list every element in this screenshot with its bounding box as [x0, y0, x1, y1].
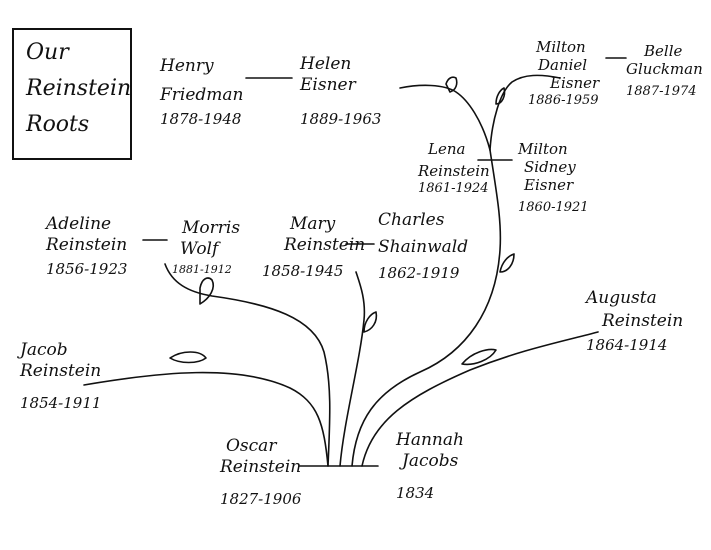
- life-years: 1878-1948: [160, 110, 242, 128]
- person-mary-reinstein: Mary Reinstein 1858-1945: [262, 214, 365, 281]
- middle-name: Sidney: [524, 158, 576, 176]
- life-years: 1889-1963: [300, 110, 382, 128]
- life-years: 1854-1911: [20, 394, 102, 412]
- given-name: Hannah: [396, 430, 464, 450]
- family-name: Eisner: [524, 176, 574, 194]
- life-years: 1881-1912: [172, 263, 232, 276]
- given-name: Helen: [300, 54, 352, 74]
- leaf-icon: [499, 253, 515, 273]
- family-name: Reinstein: [20, 361, 102, 381]
- middle-name: Daniel: [538, 56, 588, 74]
- given-name: Milton: [536, 38, 586, 56]
- person-henry-friedman: Henry Friedman 1878-1948: [160, 56, 244, 129]
- leaf-icon: [199, 277, 215, 305]
- person-augusta-reinstein: Augusta Reinstein 1864-1914: [586, 288, 683, 355]
- branch-helen: [399, 84, 491, 151]
- given-name: Charles: [378, 210, 445, 230]
- branch-jacob: [83, 371, 329, 467]
- family-name: Friedman: [160, 85, 244, 105]
- person-morris-wolf: Morris Wolf 1881-1912: [172, 218, 240, 279]
- family-name: Gluckman: [626, 60, 703, 78]
- person-belle-gluckman: Belle Gluckman 1887-1974: [626, 42, 703, 100]
- person-oscar-reinstein: Oscar Reinstein 1827-1906: [220, 436, 301, 509]
- person-helen-eisner: Helen Eisner 1889-1963: [300, 54, 381, 129]
- branch-mary: [339, 271, 366, 467]
- leaf-icon: [445, 76, 458, 93]
- family-name: Reinstein: [284, 235, 366, 255]
- person-jacob-reinstein: Jacob Reinstein 1854-1911: [20, 340, 101, 413]
- branch-right: [351, 149, 502, 467]
- given-name: Morris: [182, 218, 241, 238]
- title-box: Our Reinstein Roots: [12, 28, 132, 160]
- life-years: 1886-1959: [528, 93, 599, 108]
- person-charles-shainwald: Charles Shainwald 1862-1919: [378, 210, 468, 283]
- life-years: 1858-1945: [262, 262, 344, 280]
- family-name: Jacobs: [402, 451, 459, 471]
- life-years: 1862-1919: [378, 264, 460, 282]
- family-name: Reinstein: [602, 311, 684, 331]
- family-name: Wolf: [180, 239, 219, 259]
- given-name: Jacob: [20, 340, 68, 360]
- family-name: Reinstein: [220, 457, 302, 477]
- trunk-left: [164, 263, 331, 467]
- life-years: 1887-1974: [626, 84, 697, 99]
- given-name: Lena: [428, 140, 466, 158]
- given-name: Mary: [290, 214, 336, 234]
- branch-milton-daniel: [489, 74, 561, 151]
- person-hannah-jacobs: Hannah Jacobs 1834: [396, 430, 464, 503]
- leaf-icon: [495, 87, 506, 105]
- leaf-icon: [363, 311, 378, 333]
- person-milton-daniel-eisner: Milton Daniel Eisner 1886-1959: [528, 38, 599, 109]
- life-years: 1860-1921: [518, 200, 589, 215]
- branch-augusta: [361, 331, 599, 467]
- life-years: 1864-1914: [586, 336, 668, 354]
- family-name: Reinstein: [418, 162, 490, 180]
- title-line-1: Our: [26, 40, 69, 65]
- life-years: 1861-1924: [418, 181, 489, 196]
- title-line-3: Roots: [26, 112, 90, 137]
- life-years: 1856-1923: [46, 260, 128, 278]
- given-name: Milton: [518, 140, 568, 158]
- family-name: Reinstein: [46, 235, 128, 255]
- life-years: 1834: [396, 484, 435, 502]
- life-years: 1827-1906: [220, 490, 302, 508]
- family-name: Eisner: [300, 75, 356, 95]
- given-name: Henry: [160, 56, 214, 76]
- leaf-icon: [169, 351, 207, 364]
- person-milton-sidney-eisner: Milton Sidney Eisner 1860-1921: [518, 140, 589, 216]
- person-adeline-reinstein: Adeline Reinstein 1856-1923: [46, 214, 127, 279]
- family-name: Eisner: [550, 74, 600, 92]
- person-lena-reinstein: Lena Reinstein 1861-1924: [418, 140, 490, 197]
- family-name: Shainwald: [378, 237, 469, 257]
- given-name: Belle: [644, 42, 683, 60]
- title-line-2: Reinstein: [26, 76, 132, 101]
- given-name: Adeline: [46, 214, 112, 234]
- leaf-icon: [461, 348, 497, 366]
- given-name: Oscar: [226, 436, 277, 456]
- given-name: Augusta: [586, 288, 657, 308]
